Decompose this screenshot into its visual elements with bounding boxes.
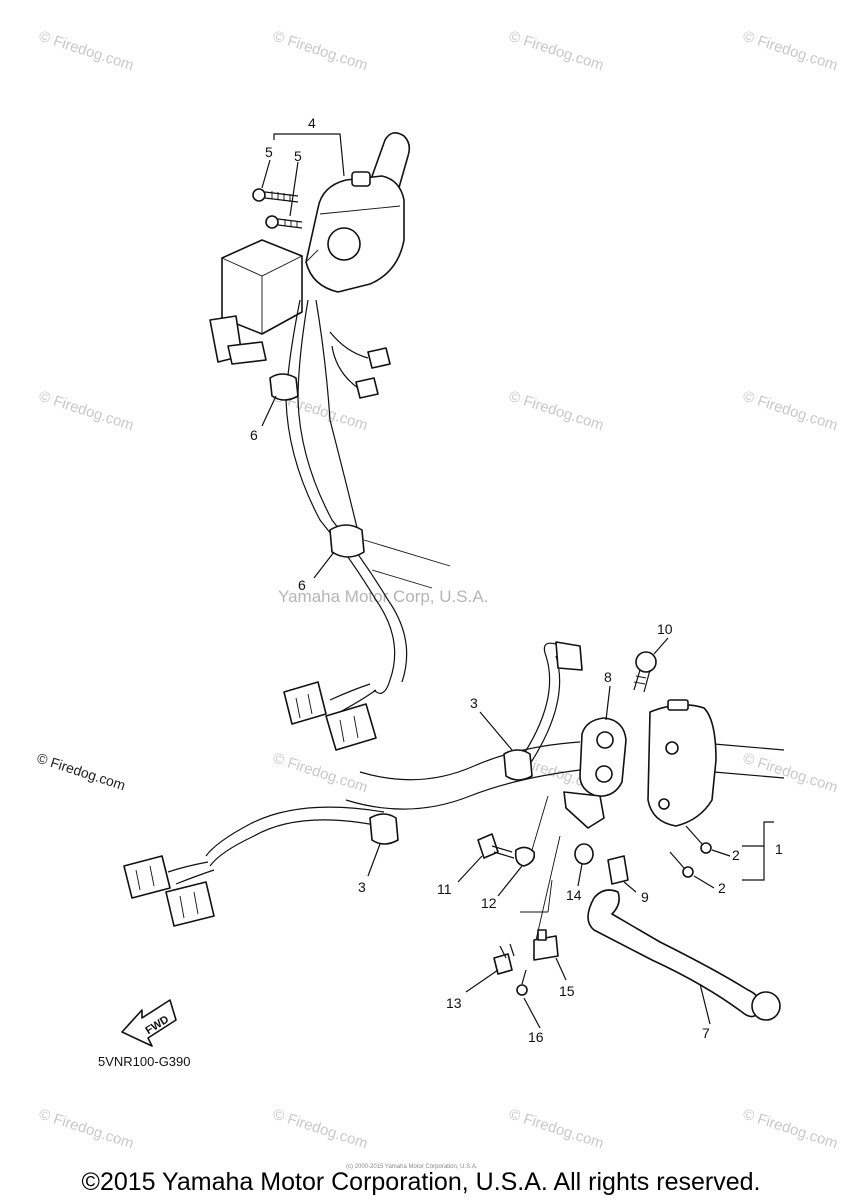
callout-4: 4 xyxy=(308,115,316,131)
watermark: © Firedog.com xyxy=(507,388,606,435)
copyright-footer: ©2015 Yamaha Motor Corporation, U.S.A. A… xyxy=(82,1168,761,1196)
lower-lever-assembly xyxy=(123,641,785,1021)
watermark: © Firedog.com xyxy=(741,1106,840,1153)
small-copyright: (c) 2000-2015 Yamaha Motor Corporation, … xyxy=(346,1164,478,1170)
watermark: © Firedog.com xyxy=(271,1106,370,1153)
watermark: © Firedog.com xyxy=(271,750,370,797)
callout-16: 16 xyxy=(528,1029,544,1045)
callout-7: 7 xyxy=(702,1025,710,1041)
callout-3: 3 xyxy=(470,695,478,711)
callout-6: 6 xyxy=(250,427,258,443)
callout-5: 5 xyxy=(265,144,273,160)
watermark-dark: © Firedog.com xyxy=(35,750,127,794)
callout-10: 10 xyxy=(657,621,673,637)
watermark: © Firedog.com xyxy=(507,28,606,75)
callout-3: 3 xyxy=(358,879,366,895)
callout-1: 1 xyxy=(775,841,783,857)
watermark: © Firedog.com xyxy=(271,28,370,75)
callout-11: 11 xyxy=(437,881,452,897)
watermark: © Firedog.com xyxy=(741,28,840,75)
watermark: © Firedog.com xyxy=(741,750,840,797)
callout-9: 9 xyxy=(641,889,649,905)
watermark: © Firedog.com xyxy=(741,388,840,435)
callout-13: 13 xyxy=(446,995,462,1011)
callout-15: 15 xyxy=(559,983,575,999)
watermark: © Firedog.com xyxy=(507,1106,606,1153)
callout-labels: 1 2 2 3 3 4 5 5 6 6 7 8 9 10 11 12 13 14… xyxy=(250,115,783,1045)
diagram-code: 5VNR100-G390 xyxy=(98,1054,191,1069)
callout-12: 12 xyxy=(481,895,497,911)
watermark: © Firedog.com xyxy=(37,388,136,435)
fwd-arrow-icon: FWD xyxy=(121,999,177,1047)
callout-8: 8 xyxy=(604,669,612,685)
callout-2: 2 xyxy=(732,847,740,863)
leader-lines xyxy=(261,133,774,1029)
watermark: © Firedog.com xyxy=(37,28,136,75)
callout-2: 2 xyxy=(718,880,726,896)
upper-switch-assembly xyxy=(209,132,451,751)
watermark: © Firedog.com xyxy=(37,1106,136,1153)
callout-6: 6 xyxy=(298,577,306,593)
callout-14: 14 xyxy=(566,887,582,903)
callout-5: 5 xyxy=(294,148,302,164)
corp-watermark: Yamaha Motor Corp, U.S.A. xyxy=(278,587,488,606)
